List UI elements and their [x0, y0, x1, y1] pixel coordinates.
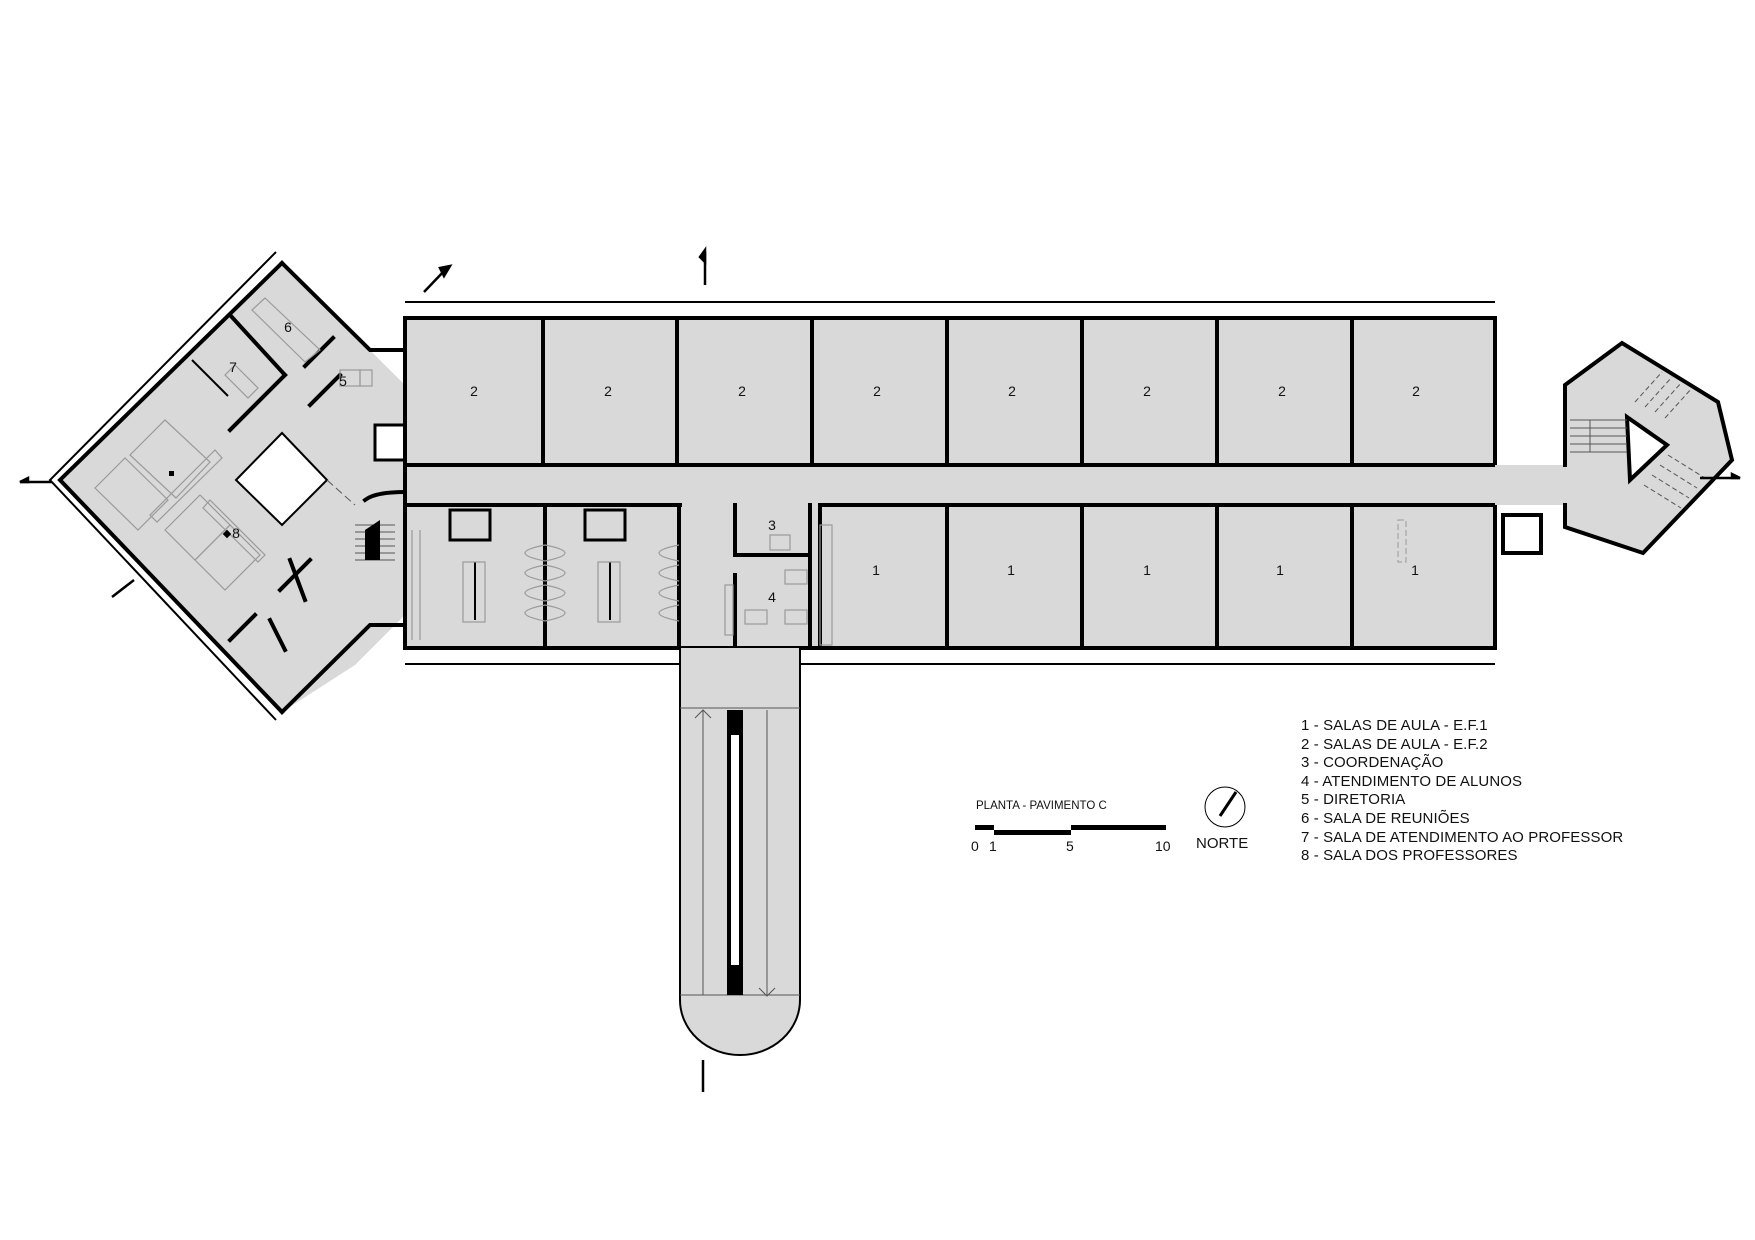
room-label: 3 — [768, 517, 776, 533]
legend-item: 5 - DIRETORIA — [1301, 791, 1406, 809]
room-label: 2 — [1278, 383, 1286, 399]
room-label: 2 — [738, 383, 746, 399]
room-label: 1 — [1276, 562, 1284, 578]
legend-item: 4 - ATENDIMENTO DE ALUNOS — [1301, 772, 1523, 790]
room-label: 2 — [1143, 383, 1151, 399]
scale-tick: 1 — [989, 838, 997, 854]
plan-title: PLANTA - PAVIMENTO C — [976, 800, 1107, 812]
legend-item: 3 - COORDENAÇÃO — [1301, 754, 1444, 772]
scale-tick: 5 — [1066, 838, 1074, 854]
room-label: 2 — [604, 383, 612, 399]
legend-item: 7 - SALA DE ATENDIMENTO AO PROFESSOR — [1301, 828, 1624, 846]
room-label: 7 — [229, 359, 237, 375]
scale-bar — [975, 825, 1166, 835]
room-label: 1 — [1411, 562, 1419, 578]
room-labels: 2 2 2 2 2 2 2 2 1 1 1 1 1 3 4 5 6 7 8 — [229, 319, 1420, 605]
room-label: 8 — [232, 525, 240, 541]
legend-item: 2 - SALAS DE AULA - E.F.2 — [1301, 735, 1488, 753]
room-label: 2 — [470, 383, 478, 399]
admin-wing — [48, 251, 408, 721]
main-bar — [403, 301, 1543, 665]
scale-tick: 10 — [1155, 838, 1171, 854]
room-label: 1 — [1007, 562, 1015, 578]
legend-item: 6 - SALA DE REUNIÕES — [1301, 809, 1470, 827]
room-label: 5 — [339, 373, 347, 389]
legend-item: 1 - SALAS DE AULA - E.F.1 — [1301, 717, 1488, 734]
room-label: 2 — [1008, 383, 1016, 399]
section-markers — [19, 246, 1741, 1092]
room-label: 2 — [1412, 383, 1420, 399]
room-legend: 1 - SALAS DE AULA - E.F.1 2 - SALAS DE A… — [1301, 717, 1623, 866]
room-label: 2 — [873, 383, 881, 399]
room-label: 6 — [284, 319, 292, 335]
room-label: 1 — [1143, 562, 1151, 578]
scale-tick: 0 — [971, 838, 979, 854]
north-arrow-icon — [1204, 786, 1246, 828]
stair-tower — [1495, 340, 1735, 556]
legend-item: 8 - SALA DOS PROFESSORES — [1301, 847, 1518, 865]
ramp — [679, 648, 801, 1056]
north-label: NORTE — [1196, 835, 1249, 852]
room-label: 1 — [872, 562, 880, 578]
room-label: 4 — [768, 589, 776, 605]
